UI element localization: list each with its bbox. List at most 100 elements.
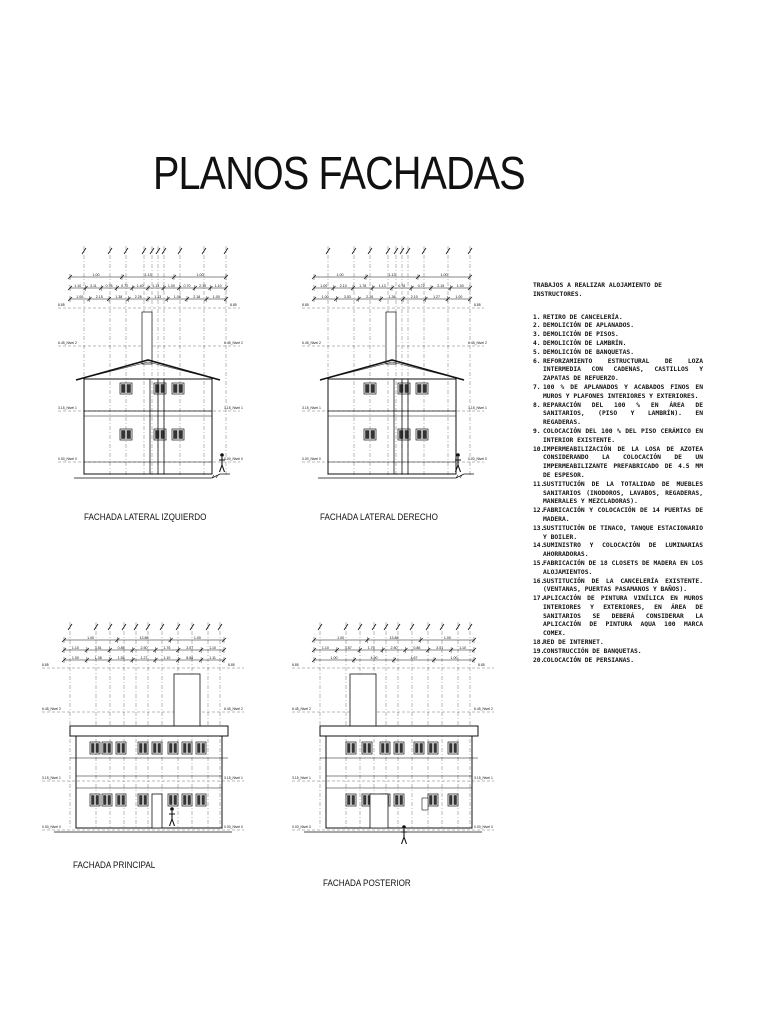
level-label: 6.45_Nivel 2 (224, 707, 243, 711)
dimension-label: 1.55 (118, 656, 125, 660)
window-pane (429, 795, 433, 805)
level-label: 6.45_Nivel 2 (474, 707, 493, 711)
building-wall (325, 735, 473, 829)
axis-marker (107, 623, 113, 631)
axis-marker (149, 247, 155, 255)
axis-marker (217, 623, 223, 631)
human-figure (170, 807, 174, 811)
window-pane (178, 430, 183, 439)
level-label: 3.15_Nivel 1 (468, 406, 487, 410)
dimension-label: 2.26 (135, 295, 142, 299)
dimension-label: 1.00 (320, 284, 327, 288)
window-pane (197, 743, 201, 753)
note-number: 2. (533, 322, 541, 330)
steps (455, 474, 463, 479)
chimney (385, 311, 397, 365)
axis-marker (161, 247, 167, 255)
window-pane (404, 430, 409, 439)
note-text: RETIRO DE CANCELERÍA. (543, 313, 623, 321)
window (393, 793, 405, 807)
window-pane (187, 743, 191, 753)
caption-izquierdo: FACHADA LATERAL IZQUIERDO (84, 512, 207, 522)
dimension-label: 3.57 (345, 646, 352, 650)
window (397, 382, 411, 395)
window-pane (153, 743, 157, 753)
dimension-label: 1.00 (337, 636, 344, 640)
note-text: RED DE INTERNET. (543, 639, 604, 647)
dimension-label: 1.76 (368, 646, 375, 650)
window (181, 793, 193, 807)
dimension-label: 0.70 (184, 284, 191, 288)
caption-derecho: FACHADA LATERAL DERECHO (320, 512, 438, 522)
window-pane (173, 430, 178, 439)
note-number: 7. (533, 383, 541, 391)
note-text: IMPERMEABILIZACIÓN DE LA LOSA DE AZOTEA … (543, 445, 703, 479)
axis-marker (351, 247, 357, 255)
window-pane (399, 384, 404, 393)
window-pane (365, 430, 370, 439)
window (89, 741, 101, 755)
window-pane (363, 743, 367, 753)
note-text: DEMOLICIÓN DE PISOS. (543, 331, 619, 339)
note-number: 3. (533, 331, 541, 339)
steps (211, 474, 219, 479)
building-wall (83, 378, 213, 475)
dimension-label: 1.00 (337, 273, 344, 277)
level-label: 8.85 (228, 663, 235, 667)
note-item: 1.RETIRO DE CANCELERÍA. (533, 314, 703, 323)
axis-marker (405, 247, 411, 255)
human-figure (220, 453, 224, 457)
window (195, 793, 207, 807)
human-figure-body (400, 829, 408, 845)
window (447, 741, 459, 755)
window-pane (453, 795, 457, 805)
note-number: 16. (533, 577, 545, 585)
note-text: REPARACIÓN DEL 100 % EN ÁREA DE SANITARI… (543, 401, 703, 427)
note-number: 13. (533, 524, 545, 532)
window (89, 793, 101, 807)
window-pane (139, 743, 143, 753)
caption-principal: FACHADA PRINCIPAL (73, 860, 156, 870)
window-pane (178, 384, 183, 393)
note-item: 16.SUSTITUCIÓN DE LA CANCELERÍA EXISTENT… (533, 578, 703, 596)
level-label: 8.85 (42, 663, 49, 667)
dimension-label: 4.90 (371, 656, 378, 660)
axis-marker (393, 247, 399, 255)
window-pane (103, 795, 107, 805)
notes-heading: TRABAJOS A REALIZAR ALOJAMIENTO DE INSTR… (533, 282, 662, 298)
note-number: 11. (533, 480, 545, 488)
axis-marker (145, 623, 151, 631)
note-item: 9.COLOCACIÓN DEL 100 % DEL PISO CERÁMICO… (533, 428, 703, 446)
window (153, 428, 167, 441)
window (171, 428, 185, 441)
axis-marker (371, 623, 377, 631)
dimension-label: 1.27 (433, 295, 440, 299)
human-figure-body (168, 811, 176, 827)
window-pane (103, 743, 107, 753)
note-item: 13.SUSTITUCIÓN DE TINACO, TANQUE ESTACIO… (533, 525, 703, 543)
window (413, 741, 425, 755)
dimension-label: 0.86 (413, 646, 420, 650)
window-pane (385, 743, 389, 753)
note-text: COLOCACIÓN DEL 100 % DEL PISO CERÁMICO E… (543, 427, 703, 444)
window-pane (417, 384, 422, 393)
roof-tank (173, 673, 201, 727)
dimension-label: 1.00 (213, 295, 220, 299)
roof-tank (349, 673, 377, 727)
axis-marker (409, 623, 415, 631)
dimension-label: 13.86 (140, 636, 149, 640)
window-pane (160, 430, 165, 439)
window-pane (395, 743, 399, 753)
window (361, 741, 373, 755)
dimension-label: 0.72 (418, 284, 425, 288)
vent (421, 797, 429, 811)
chimney (141, 311, 153, 365)
note-item: 7.100 % DE APLANADOS Y ACABADOS FINOS EN… (533, 384, 703, 402)
note-number: 14. (533, 542, 545, 550)
dimension-label: 1.00 (93, 273, 100, 277)
window-pane (367, 795, 371, 805)
window-pane (415, 743, 419, 753)
